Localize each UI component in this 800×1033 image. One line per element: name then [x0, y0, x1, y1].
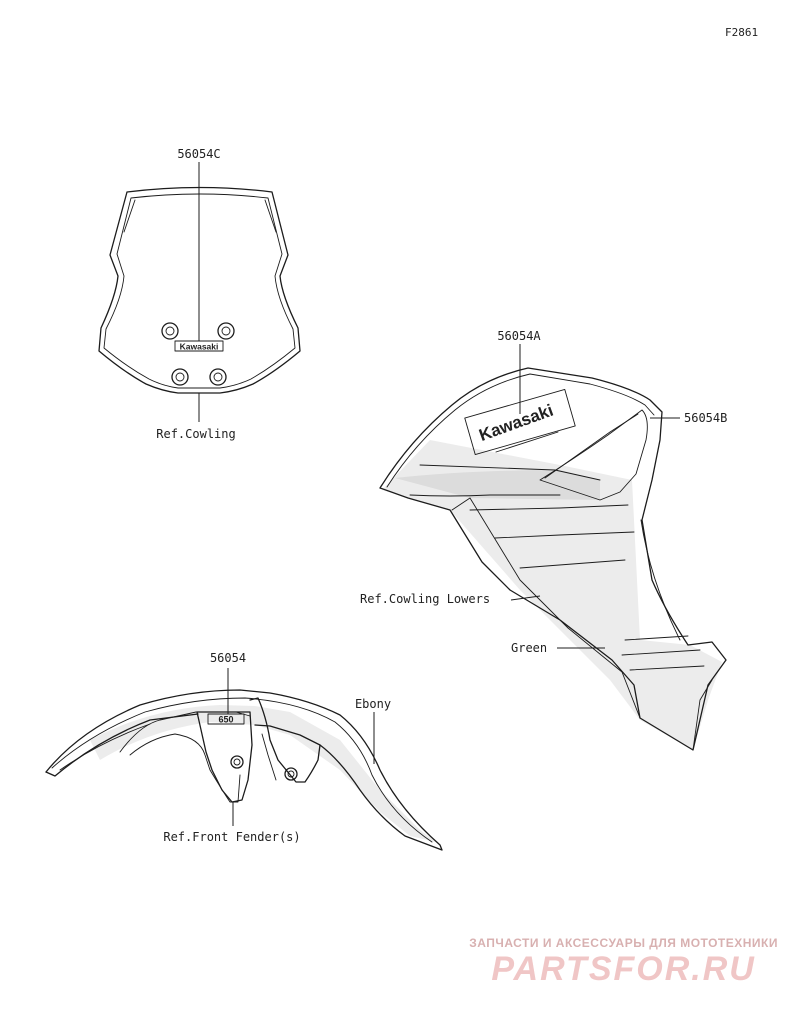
- cowling-decal: Kawasaki: [476, 401, 555, 445]
- cowling-ref-label: Ref.Cowling Lowers: [360, 592, 490, 606]
- figure-code: F2861: [725, 26, 758, 39]
- cowling-ref-leader: [510, 595, 541, 601]
- fender-decal: 650: [218, 715, 233, 725]
- fender-ref-label: Ref.Front Fender(s): [163, 830, 300, 844]
- fender-part-number: 56054: [210, 651, 246, 665]
- cowling-part-number-b: 56054B: [684, 411, 727, 425]
- windshield-ref-label: Ref.Cowling: [156, 427, 235, 441]
- windshield-decal: Kawasaki: [180, 342, 219, 352]
- cowling-color-label: Green: [511, 641, 547, 655]
- fender-drawing: [45, 689, 443, 851]
- watermark: ЗАПЧАСТИ И АКСЕССУАРЫ ДЛЯ МОТОТЕХНИКИ PA…: [469, 936, 778, 988]
- watermark-logo: PARTSFOR.RU: [491, 950, 756, 988]
- cowling-decal-underline: [495, 431, 559, 453]
- cowling-drawing: [379, 367, 727, 751]
- watermark-tagline: ЗАПЧАСТИ И АКСЕССУАРЫ ДЛЯ МОТОТЕХНИКИ: [469, 936, 778, 950]
- fender-color-label: Ebony: [355, 697, 391, 711]
- windshield-part-number: 56054C: [177, 147, 220, 161]
- windshield-drawing: [98, 186, 301, 394]
- cowling-part-number-a: 56054A: [497, 329, 541, 343]
